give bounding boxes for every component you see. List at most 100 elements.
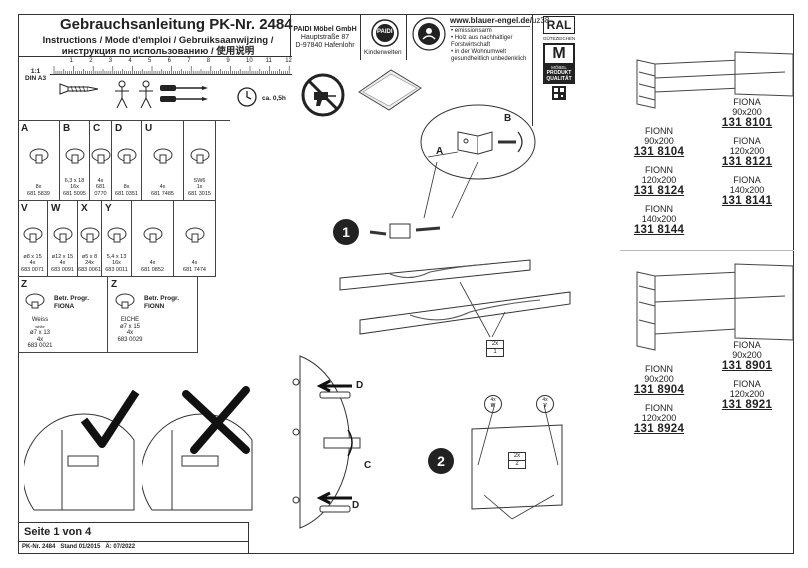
- model-name: FIONN: [645, 126, 673, 136]
- screwdrivers-icon: [160, 85, 208, 102]
- ruler-ticks-icon: [53, 66, 290, 74]
- part-qty: 4x: [29, 260, 36, 266]
- part-letter: Z: [111, 279, 118, 290]
- bed-illustration-bottom: [636, 263, 794, 351]
- part-qty: 4x: [126, 330, 134, 336]
- time-label: ca. 0,5h: [262, 95, 286, 102]
- badge-v: 4x V: [536, 395, 554, 413]
- part-letter: D: [115, 123, 123, 134]
- part-code: 681 0852: [141, 266, 164, 273]
- ruler-tick-label: 2: [89, 58, 93, 64]
- part-icon: [185, 227, 205, 243]
- part-code: 683 0011: [105, 266, 128, 273]
- model-code: 131 8141: [721, 195, 773, 207]
- part-letter: Z: [21, 279, 28, 290]
- part-icon: [190, 148, 210, 164]
- header-divider: [290, 14, 291, 56]
- subtitle-line2: инструкция по использованию / 使用说明: [61, 46, 255, 57]
- scale-label: 1:1 DIN A3: [25, 68, 47, 82]
- bed-illustration-top: [636, 51, 794, 109]
- model-name: FIONA: [733, 340, 761, 350]
- part-qty: 1x: [196, 184, 203, 190]
- step-1-count-box: 2x 1: [486, 340, 504, 357]
- ruler-tick-label: 9: [226, 58, 230, 64]
- step-1-drawing: [339, 223, 571, 338]
- model-size: 90x200: [732, 107, 762, 117]
- ral-letter: M: [545, 45, 573, 63]
- clock-icon: [237, 87, 257, 107]
- part-icon: [143, 227, 163, 243]
- part-code: 681 7474: [183, 266, 206, 273]
- model-size: 120x200: [729, 146, 765, 156]
- model-name: FIONA: [733, 136, 761, 146]
- sheet-panel-icon: [358, 69, 422, 111]
- subtitle-line1: Instructions / Mode d'emploi / Gebruiksa…: [42, 35, 274, 46]
- paidi-logo: PAIDI Kinderwelten: [364, 18, 404, 56]
- ruler-tick-label: 6: [167, 58, 171, 64]
- part-note: Betr. Progr.: [144, 295, 180, 302]
- company-street: Hauptstraße 87: [300, 34, 350, 41]
- part-qty: 16x: [112, 260, 121, 266]
- ruler-tick-label: 5: [148, 58, 152, 64]
- company-name: PAIDI Möbel GmbH: [293, 26, 357, 33]
- model-code: 131 8104: [633, 146, 685, 158]
- part-icon: [91, 148, 111, 164]
- model-code: 131 8124: [633, 185, 685, 197]
- model-name: FIONA: [733, 379, 761, 389]
- part-letter: W: [51, 203, 61, 214]
- part-code: 681 7485: [151, 190, 174, 197]
- part-qty: 24x: [85, 260, 94, 266]
- detail-label-c: C: [364, 460, 372, 471]
- part-qty: 4x: [59, 260, 66, 266]
- page-number: Seite 1 von 4: [24, 526, 92, 538]
- screw-icon: [59, 83, 99, 95]
- model-name: FIONN: [645, 403, 673, 413]
- model-name: FIONN: [645, 165, 673, 175]
- part-qty: 4x: [149, 260, 156, 266]
- cap-icon: [115, 293, 135, 309]
- model-size: 120x200: [641, 413, 677, 423]
- part-size: ø5 x 8: [81, 253, 98, 260]
- ruler-tick-label: 1: [69, 58, 73, 64]
- part-code: 681 0351: [115, 190, 138, 197]
- part-letter: C: [93, 123, 101, 134]
- part-color: Weiss: [31, 317, 49, 323]
- part-size: 6,3 x 18: [64, 177, 85, 184]
- incorrect-assembly-detail: [142, 386, 253, 511]
- two-persons-icon: [115, 80, 153, 109]
- part-size: 5,4 x 13: [106, 253, 127, 260]
- detail-label-a: A: [436, 146, 444, 157]
- badge-w: 4x W: [484, 395, 502, 413]
- part-letter: B: [63, 123, 71, 134]
- detail-label-d-bottom: D: [352, 500, 360, 511]
- model-name: FIONN: [645, 204, 673, 214]
- part-code: 683 0021: [27, 343, 53, 349]
- paidi-logo-icon: [371, 19, 399, 47]
- part-icon: [53, 227, 73, 243]
- model-size: 90x200: [644, 136, 674, 146]
- part-icon: [153, 148, 173, 164]
- part-qty: 4x: [159, 184, 166, 190]
- paidi-caption: Kinderwelten: [364, 49, 402, 56]
- part-code: 681 5839: [27, 190, 50, 197]
- ruler-tick-label: 8: [206, 58, 211, 64]
- part-qty: 8x: [123, 184, 130, 190]
- ruler-tick-label: 3: [108, 58, 113, 64]
- part-note: FIONN: [144, 303, 165, 310]
- part-icon: [80, 227, 100, 243]
- part-icon: [65, 148, 85, 164]
